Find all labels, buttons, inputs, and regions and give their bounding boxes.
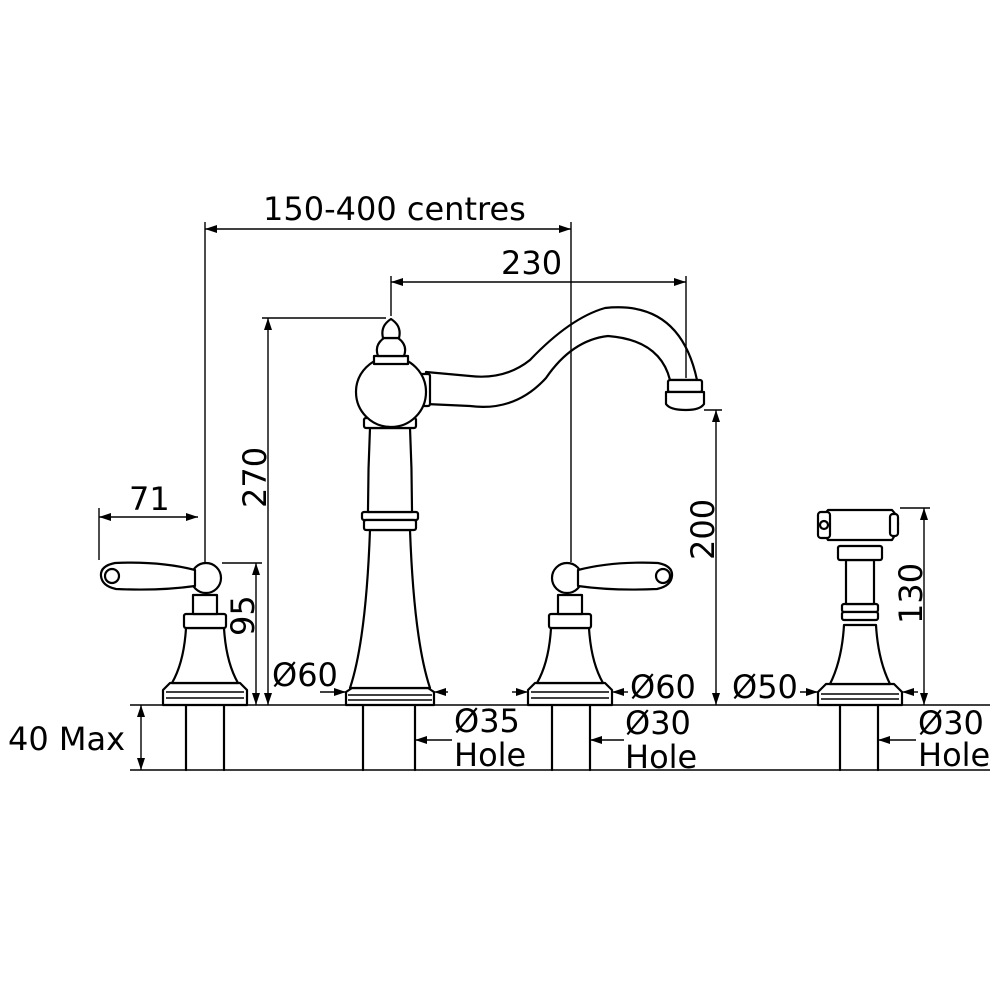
spray-hole-dimension: [878, 736, 916, 744]
handle-hole-dimension: [590, 736, 624, 744]
right-handle-valve: [526, 561, 674, 772]
spray-base-dimension: [800, 688, 918, 696]
overall-height-dimension: [262, 317, 386, 705]
side-spray: [816, 508, 904, 772]
spout-height-dimension: [704, 409, 722, 705]
left-handle-valve: [99, 561, 249, 772]
spout-hole-label: Ø35: [454, 702, 520, 740]
handle-hole-label: Ø30: [625, 704, 691, 742]
spray-hole-label: Ø30: [918, 704, 984, 742]
handle-base-label: Ø60: [630, 668, 696, 706]
overall-height-label: 270: [236, 447, 274, 508]
centres-dimension: [204, 222, 572, 562]
deck-thickness-dimension: [137, 705, 145, 770]
spout-hole-dimension: [415, 736, 452, 744]
spout-base-dimension: [320, 688, 448, 696]
spout-hole-word: Hole: [454, 736, 526, 774]
handle-height-dimension: [222, 562, 262, 705]
spout-base-label: Ø60: [272, 656, 338, 694]
spout-reach-label: 230: [501, 244, 562, 282]
spout-body: [344, 306, 706, 772]
spray-height-dimension: [900, 507, 930, 705]
spray-base-label: Ø50: [732, 668, 798, 706]
spout-height-label: 200: [684, 499, 722, 560]
spray-hole-word: Hole: [918, 736, 990, 774]
handle-base-dimension: [512, 688, 628, 696]
spray-height-label: 130: [892, 563, 930, 624]
deck-thickness-label: 40 Max: [8, 720, 125, 758]
handle-hole-word: Hole: [625, 738, 697, 776]
handle-height-label: 95: [224, 595, 262, 636]
handle-width-dimension: [98, 508, 198, 560]
centres-label: 150-400 centres: [263, 190, 526, 228]
handle-width-label: 71: [129, 480, 170, 518]
spout-reach-dimension: [390, 276, 687, 378]
